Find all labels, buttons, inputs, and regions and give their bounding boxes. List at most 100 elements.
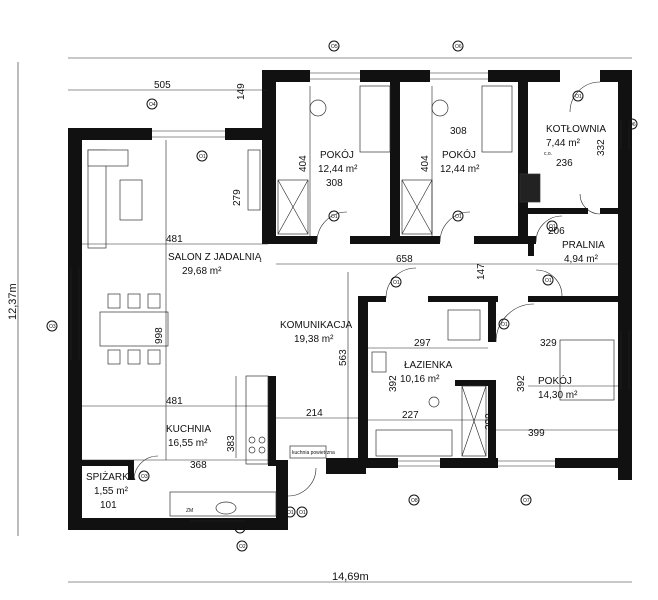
opening-tag-o5: O5 (328, 40, 340, 52)
label-co: c.o. (544, 151, 552, 157)
svg-text:O2: O2 (237, 526, 244, 532)
dim-368: 368 (190, 460, 207, 471)
dimension-numbers: 505 149 279 481 404 308 404 308 332 236 … (100, 80, 607, 511)
svg-text:O1: O1 (299, 510, 306, 516)
dim-227: 227 (402, 410, 419, 421)
svg-text:O4: O4 (149, 102, 156, 108)
room-name-komunikacja: KOMUNIKACJA (280, 320, 353, 331)
svg-text:O1: O1 (199, 154, 206, 160)
room-area-salon: 29,68 m² (182, 266, 222, 277)
room-name-lazienka: ŁAZIENKA (404, 360, 453, 371)
svg-text:O6: O6 (455, 44, 462, 50)
dim-308-b: 308 (450, 126, 467, 137)
dim-200: 200 (484, 413, 495, 430)
opening-tag-o7: O7 (520, 494, 532, 506)
dim-399: 399 (528, 428, 545, 439)
dim-404-b: 404 (420, 155, 431, 172)
room-area-pralnia: 4,94 m² (564, 254, 599, 265)
dimension-lines (17, 57, 632, 583)
opening-tag-o6-right: O6 (626, 118, 638, 130)
dim-147: 147 (476, 263, 487, 280)
svg-text:O6: O6 (629, 122, 636, 128)
room-name-pokoj-3: POKÓJ (538, 374, 572, 387)
opening-tag-o1-d: O1 (546, 220, 558, 232)
dim-481-bottom: 481 (166, 396, 183, 407)
svg-text:O1: O1 (455, 214, 462, 220)
opening-tag-o1-e: O1 (542, 274, 554, 286)
room-area-kuchnia: 16,55 m² (168, 438, 208, 449)
dim-308-a: 308 (326, 178, 343, 189)
svg-text:O1: O1 (549, 224, 556, 230)
label-zm: ZM (186, 508, 193, 514)
opening-tag-o2-a: O2 (236, 540, 248, 552)
room-name-pokoj-2: POKÓJ (442, 148, 476, 161)
opening-tag-o1-j: O1 (284, 506, 296, 518)
svg-text:O5: O5 (331, 44, 338, 50)
room-area-spizarka: 1,55 m² (94, 486, 129, 497)
room-name-kotlownia: KOTŁOWNIA (546, 124, 606, 135)
overall-width: 14,69m (332, 571, 369, 583)
furniture (87, 85, 615, 517)
svg-text:O3: O3 (49, 324, 56, 330)
opening-tag-o1-g: O1 (498, 318, 510, 330)
opening-tags: O5 O6 O4 O1 O1 O1 O1 O1 O1 O1 O1 O2 O3 O… (46, 40, 638, 552)
svg-text:O1: O1 (575, 94, 582, 100)
svg-text:O3: O3 (141, 474, 148, 480)
opening-tag-o8: O8 (408, 494, 420, 506)
room-area-lazienka: 10,16 m² (400, 374, 440, 385)
opening-tag-o2-b: O2 (234, 522, 246, 534)
windows (70, 72, 630, 522)
svg-text:O7: O7 (523, 498, 530, 504)
dim-214: 214 (306, 408, 323, 419)
dim-505: 505 (154, 80, 171, 91)
svg-text:O1: O1 (331, 214, 338, 220)
room-name-pokoj-1: POKÓJ (320, 148, 354, 161)
opening-tag-o1-h: O1 (572, 90, 584, 102)
svg-text:O1: O1 (501, 322, 508, 328)
dim-658: 658 (396, 254, 413, 265)
dim-279: 279 (232, 189, 243, 206)
opening-tag-o1-f: O1 (390, 276, 402, 288)
svg-text:O8: O8 (411, 498, 418, 504)
room-area-pokoj-3: 14,30 m² (538, 390, 578, 401)
dim-563: 563 (338, 349, 349, 366)
doors (133, 81, 601, 497)
dim-101: 101 (100, 500, 117, 511)
walls (68, 70, 632, 530)
room-area-kotlownia: 7,44 m² (546, 138, 581, 149)
dim-236: 236 (556, 158, 573, 169)
opening-tag-o6-top: O6 (452, 40, 464, 52)
label-kuchnia-powietrzna: kuchnia powietrzna (292, 450, 335, 456)
dim-392-b: 392 (516, 375, 527, 392)
dim-383: 383 (226, 435, 237, 452)
svg-text:O2: O2 (239, 544, 246, 550)
room-name-pralnia: PRALNIA (562, 240, 605, 251)
opening-tag-o1-i: O1 (296, 506, 308, 518)
svg-text:O1: O1 (393, 280, 400, 286)
svg-text:O1: O1 (545, 278, 552, 284)
dim-332: 332 (596, 139, 607, 156)
dim-392-a: 392 (388, 375, 399, 392)
room-area-pokoj-1: 12,44 m² (318, 164, 358, 175)
dim-297: 297 (414, 338, 431, 349)
opening-tag-o4: O4 (146, 98, 158, 110)
dim-998: 998 (154, 327, 165, 344)
opening-tag-o3-b: O3 (138, 470, 150, 482)
svg-text:O1: O1 (287, 510, 294, 516)
room-labels: SALON Z JADALNIĄ 29,68 m² POKÓJ 12,44 m²… (86, 124, 606, 497)
opening-tag-o1-c: O1 (452, 210, 464, 222)
overall-height: 12,37m (7, 283, 19, 320)
dim-481-top: 481 (166, 234, 183, 245)
dim-206: 206 (548, 226, 565, 237)
opening-tag-o1-b: O1 (328, 210, 340, 222)
room-name-spizarka: SPIŻARKA (86, 470, 136, 483)
dim-404-a: 404 (298, 155, 309, 172)
room-name-salon: SALON Z JADALNIĄ (168, 252, 262, 263)
opening-tag-o1-a: O1 (196, 150, 208, 162)
opening-tag-o3-a: O3 (46, 320, 58, 332)
room-area-pokoj-2: 12,44 m² (440, 164, 480, 175)
dim-329: 329 (540, 338, 557, 349)
room-name-kuchnia: KUCHNIA (166, 424, 211, 435)
room-area-komunikacja: 19,38 m² (294, 334, 334, 345)
